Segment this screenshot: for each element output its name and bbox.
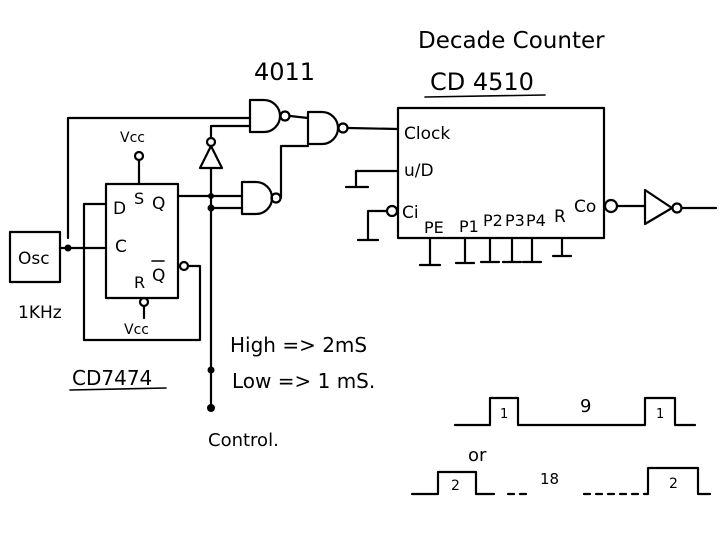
qbar-bubble bbox=[178, 260, 190, 272]
oscillator-block bbox=[8, 230, 62, 284]
gate3-to-gate2-wire bbox=[279, 144, 310, 200]
ff-pin-s: S bbox=[134, 189, 144, 208]
co-bubble bbox=[603, 198, 619, 214]
junction-q bbox=[208, 193, 214, 199]
waveform-bottom-pulse-a: 2 bbox=[451, 478, 460, 494]
pin-clock-label: Clock bbox=[404, 124, 450, 144]
nand-gate-3 bbox=[240, 180, 274, 216]
ff-pin-r: R bbox=[134, 273, 145, 292]
oscillator-frequency: 1KHz bbox=[18, 303, 62, 323]
pin-ud-label: u/D bbox=[404, 161, 434, 181]
counter-part-label: CD 4510 bbox=[430, 68, 534, 96]
or-label: or bbox=[468, 445, 487, 466]
ff-pin-d: D bbox=[113, 199, 126, 219]
junction-control bbox=[207, 204, 215, 212]
nand-gate-2 bbox=[306, 110, 340, 146]
pin-p2-label: P2 bbox=[483, 211, 503, 230]
flipflop-part-label: CD7474 bbox=[72, 366, 152, 390]
waveform-bottom-pulse-b: 2 bbox=[669, 476, 678, 492]
waveform-top-gap: 9 bbox=[580, 396, 591, 417]
pin-ci-label: Ci bbox=[402, 203, 419, 223]
pin-p1-label: P1 bbox=[459, 217, 479, 236]
qbar-feedback-wire bbox=[82, 202, 202, 342]
pin-co-label: Co bbox=[574, 197, 596, 217]
ud-ground-wire bbox=[344, 169, 400, 189]
flipflop-part-underline bbox=[69, 387, 167, 391]
pin-pe-label: PE bbox=[424, 218, 444, 237]
output-inverter-bubble bbox=[671, 202, 683, 214]
waveform-bottom-left bbox=[410, 470, 496, 496]
ff-pin-qbar: Q bbox=[152, 266, 165, 286]
pin-r-label: R bbox=[554, 207, 566, 227]
vcc-bottom-label: Vcc bbox=[124, 322, 149, 338]
note-low: Low => 1 mS. bbox=[232, 369, 375, 393]
gate-part-label: 4011 bbox=[254, 58, 315, 86]
control-terminal bbox=[207, 404, 215, 412]
diagram-title: Decade Counter bbox=[418, 28, 605, 54]
vcc-bottom-terminal bbox=[138, 296, 150, 308]
decade-counter-block bbox=[396, 106, 606, 240]
waveform-top-pulse-a: 1 bbox=[500, 407, 508, 422]
output-inverter bbox=[643, 188, 674, 226]
waveform-top-pulse-b: 1 bbox=[656, 407, 664, 422]
waveform-bottom-right bbox=[642, 466, 712, 496]
ff-pin-c: C bbox=[115, 237, 127, 257]
preset-ground-pins bbox=[418, 236, 573, 267]
counter-part-underline bbox=[424, 94, 546, 98]
ci-ground-wire bbox=[356, 209, 389, 242]
oscillator-label: Osc bbox=[18, 249, 50, 269]
ff-pin-q: Q bbox=[152, 194, 165, 214]
vcc-top-terminal bbox=[133, 150, 145, 162]
gate1-to-gate2-wire bbox=[288, 114, 310, 120]
gate2-to-clock-wire bbox=[346, 126, 400, 131]
pin-p3-label: P3 bbox=[505, 211, 525, 230]
nand-gate-1-bubble bbox=[279, 110, 291, 122]
pin-p4-label: P4 bbox=[526, 211, 546, 230]
nand-gate-1 bbox=[248, 98, 282, 134]
junction-control-mid bbox=[207, 366, 215, 374]
note-high: High => 2mS bbox=[230, 333, 367, 357]
waveform-top bbox=[453, 396, 697, 427]
control-label: Control. bbox=[208, 430, 279, 451]
nand-gate-2-bubble bbox=[337, 122, 349, 134]
vcc-top-label: Vcc bbox=[120, 130, 145, 146]
control-inverter bbox=[198, 144, 224, 170]
ci-bubble bbox=[385, 204, 399, 218]
waveform-bottom-gap: 18 bbox=[540, 470, 559, 488]
osc-to-gate1-wire bbox=[66, 116, 252, 240]
junction-osc bbox=[64, 244, 72, 252]
control-inverter-bubble bbox=[205, 136, 217, 148]
inverter-to-gate1-wire bbox=[209, 124, 252, 140]
